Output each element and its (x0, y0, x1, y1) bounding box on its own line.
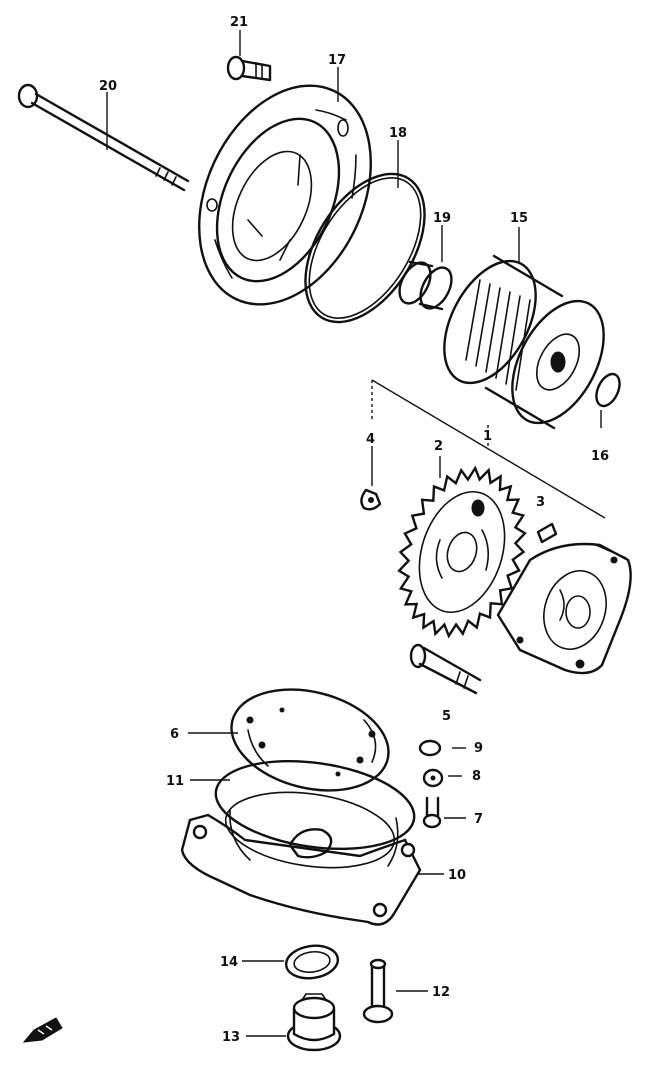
part-20-long-bolt (17, 83, 190, 192)
part-13-drain-plug (286, 993, 342, 1052)
leader-lines (106, 30, 602, 1037)
label-part-18: 18 (389, 126, 407, 141)
part-4-clip (360, 488, 382, 511)
label-part-6: 6 (170, 727, 179, 742)
label-part-4: 4 (366, 432, 375, 447)
label-part-10: 10 (448, 868, 466, 883)
part-2-pump-gear (397, 465, 527, 639)
label-part-3: 3 (536, 495, 545, 510)
label-part-11: 11 (166, 774, 184, 789)
part-18-o-ring-large (304, 172, 426, 324)
part-3-pin (536, 522, 558, 544)
front-arrow-icon (22, 1017, 63, 1043)
part-10-oil-pan (180, 791, 422, 926)
part-6-strainer-screen (230, 688, 390, 792)
part-14-drain-gasket (284, 944, 340, 980)
part-9-washer (418, 739, 442, 757)
label-part-7: 7 (474, 812, 483, 827)
part-7-bolt (422, 796, 442, 829)
label-part-14: 14 (220, 955, 238, 970)
label-part-21: 21 (230, 15, 248, 30)
part-17-filter-cover (198, 84, 372, 306)
part-8-washer (422, 768, 444, 788)
label-part-5: 5 (442, 709, 451, 724)
oil-pump-body (496, 542, 632, 675)
label-part-16: 16 (591, 449, 609, 464)
part-21-short-bolt (226, 55, 272, 82)
label-part-2: 2 (434, 439, 443, 454)
label-part-1: 1 (483, 429, 492, 444)
label-part-19: 19 (433, 211, 451, 226)
part-16-o-ring-small (595, 372, 621, 408)
label-part-8: 8 (472, 769, 481, 784)
part-15-oil-filter (443, 254, 605, 430)
label-part-20: 20 (99, 79, 117, 94)
callout-labels: 1 2 3 4 5 6 7 8 9 10 11 12 13 14 15 16 1… (99, 15, 609, 1045)
part-11-o-ring-pan (214, 759, 416, 851)
label-part-13: 13 (222, 1030, 240, 1045)
part-5-pump-screw (409, 643, 482, 695)
assembly-1-bracket (371, 379, 606, 519)
part-19-spring-collar (398, 260, 453, 311)
part-12-bolt (362, 958, 394, 1024)
label-part-9: 9 (474, 741, 483, 756)
label-part-15: 15 (510, 211, 528, 226)
label-part-12: 12 (432, 985, 450, 1000)
label-part-17: 17 (328, 53, 346, 68)
